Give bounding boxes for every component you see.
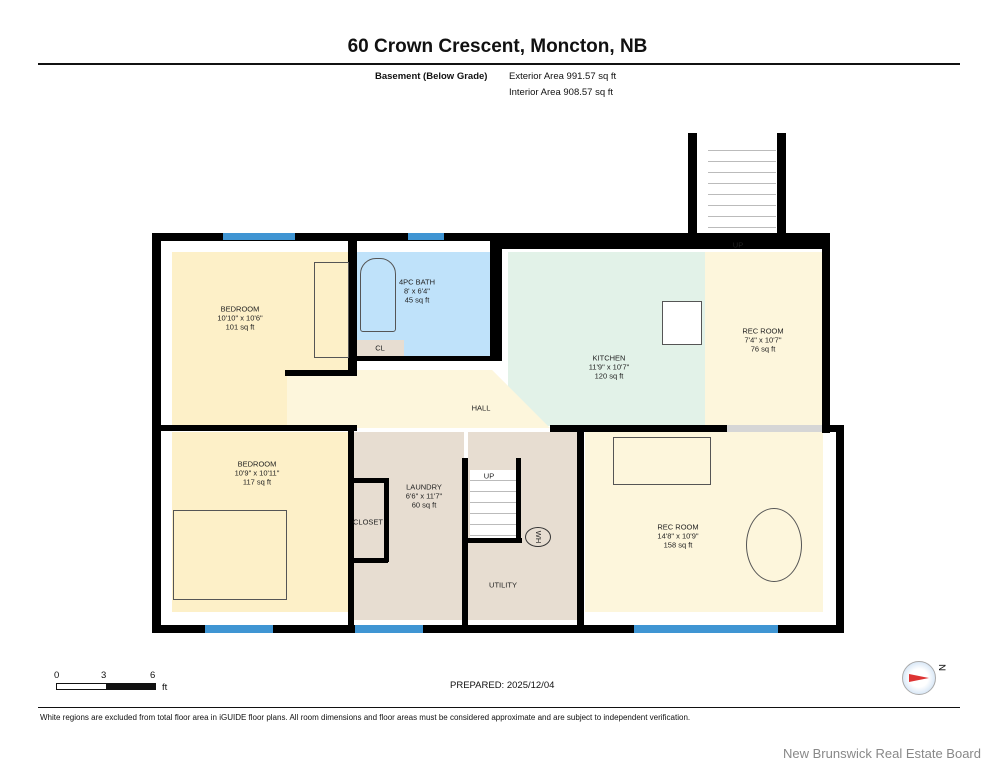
wall bbox=[354, 478, 388, 483]
wall bbox=[285, 370, 357, 376]
wall bbox=[516, 458, 521, 542]
stairs-up-1 bbox=[708, 140, 776, 232]
window bbox=[634, 625, 778, 633]
sofa bbox=[613, 437, 711, 485]
opening bbox=[727, 425, 822, 432]
wall bbox=[152, 233, 161, 633]
window bbox=[205, 625, 273, 633]
level-name: Basement (Below Grade) bbox=[375, 71, 488, 82]
wall bbox=[348, 233, 357, 373]
wall bbox=[357, 356, 492, 361]
divider bbox=[38, 707, 960, 708]
exterior-area: Exterior Area 991.57 sq ft bbox=[509, 71, 617, 82]
compass-icon bbox=[902, 661, 936, 695]
page-title: 60 Crown Crescent, Moncton, NB bbox=[347, 36, 648, 57]
wall bbox=[497, 233, 830, 249]
scale-tick: 3 bbox=[101, 670, 107, 681]
wall bbox=[822, 233, 830, 433]
water-heater: WH bbox=[525, 527, 551, 547]
wall bbox=[152, 425, 357, 431]
label-cl: CL bbox=[375, 343, 385, 353]
dining-table bbox=[746, 508, 802, 582]
window bbox=[223, 233, 295, 240]
interior-area: Interior Area 908.57 sq ft bbox=[509, 87, 614, 98]
label-hall: HALL bbox=[471, 403, 491, 413]
bed bbox=[173, 510, 287, 600]
wall bbox=[466, 538, 522, 543]
room-laundry bbox=[354, 432, 464, 620]
room-bath bbox=[357, 252, 490, 356]
stairs-up-2 bbox=[470, 470, 516, 538]
label-up-1: UP bbox=[732, 240, 744, 250]
wall bbox=[688, 133, 697, 243]
watermark: New Brunswick Real Estate Board bbox=[783, 746, 981, 761]
compass-north: N bbox=[935, 664, 947, 671]
scale-unit: ft bbox=[162, 682, 168, 693]
wall bbox=[348, 425, 354, 630]
disclaimer: White regions are excluded from total fl… bbox=[40, 713, 691, 722]
label-utility: UTILITY bbox=[489, 580, 517, 590]
wall bbox=[384, 478, 389, 562]
wall bbox=[836, 425, 844, 633]
room-bedroom-2 bbox=[172, 432, 348, 612]
wall bbox=[550, 425, 842, 432]
closet-cl bbox=[356, 340, 404, 356]
bathtub bbox=[360, 258, 396, 332]
wall bbox=[777, 133, 786, 243]
window bbox=[355, 625, 423, 633]
wall bbox=[152, 233, 497, 241]
stove bbox=[662, 301, 702, 345]
window bbox=[408, 233, 444, 240]
prepared-date: PREPARED: 2025/12/04 bbox=[450, 680, 555, 691]
wall bbox=[490, 233, 502, 361]
wall bbox=[354, 558, 388, 563]
label-up-2: UP bbox=[483, 471, 495, 481]
scale-bar bbox=[56, 683, 156, 690]
dresser bbox=[314, 262, 349, 358]
scale-tick: 6 bbox=[150, 670, 156, 681]
room-rec-1 bbox=[705, 252, 822, 426]
scale-tick: 0 bbox=[54, 670, 60, 681]
divider bbox=[38, 63, 960, 65]
wall bbox=[577, 432, 584, 628]
wall bbox=[152, 625, 844, 633]
label-closet: CLOSET bbox=[352, 517, 384, 527]
wall bbox=[462, 458, 468, 628]
